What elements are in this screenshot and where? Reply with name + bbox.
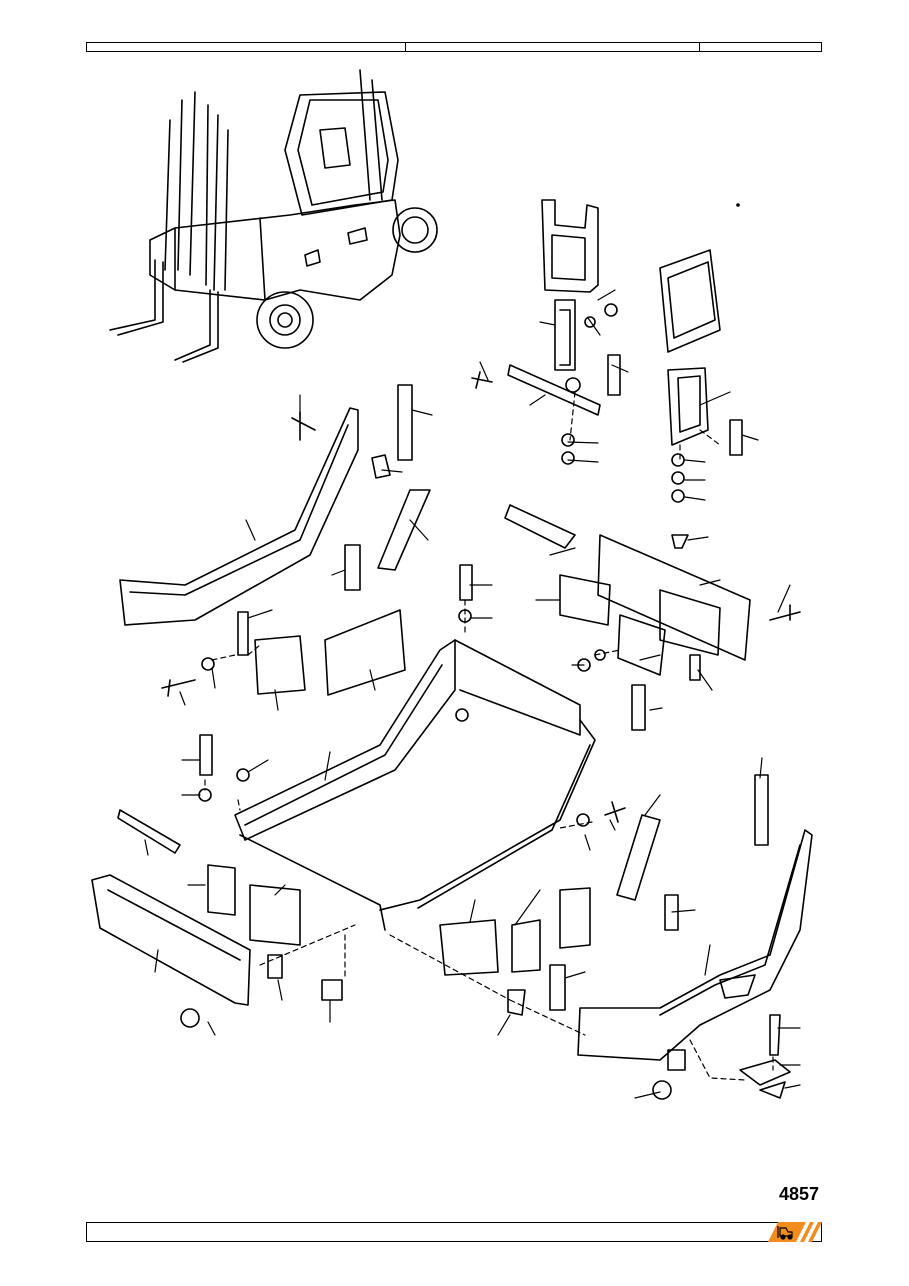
- right-side-frame: [439, 774, 813, 1100]
- main-chassis-frame: [234, 504, 596, 931]
- instrument-panel: [559, 534, 801, 731]
- footer-frame: [86, 1222, 822, 1242]
- left-side-frame: [119, 384, 431, 697]
- alignment-dashes: [204, 391, 774, 1081]
- forklift-logo-icon: [768, 1222, 822, 1242]
- leader-lines: [144, 289, 801, 1099]
- header-frame: [86, 42, 822, 52]
- upper-bracket-assembly: [471, 199, 621, 465]
- lower-left-assembly: [91, 734, 343, 1028]
- forklift-overview: [109, 69, 438, 363]
- header-divider: [699, 43, 700, 51]
- control-box-assembly: [659, 249, 743, 503]
- figure-number: 4857: [778, 1184, 819, 1204]
- header-divider: [405, 43, 406, 51]
- dot-mark: [736, 203, 740, 207]
